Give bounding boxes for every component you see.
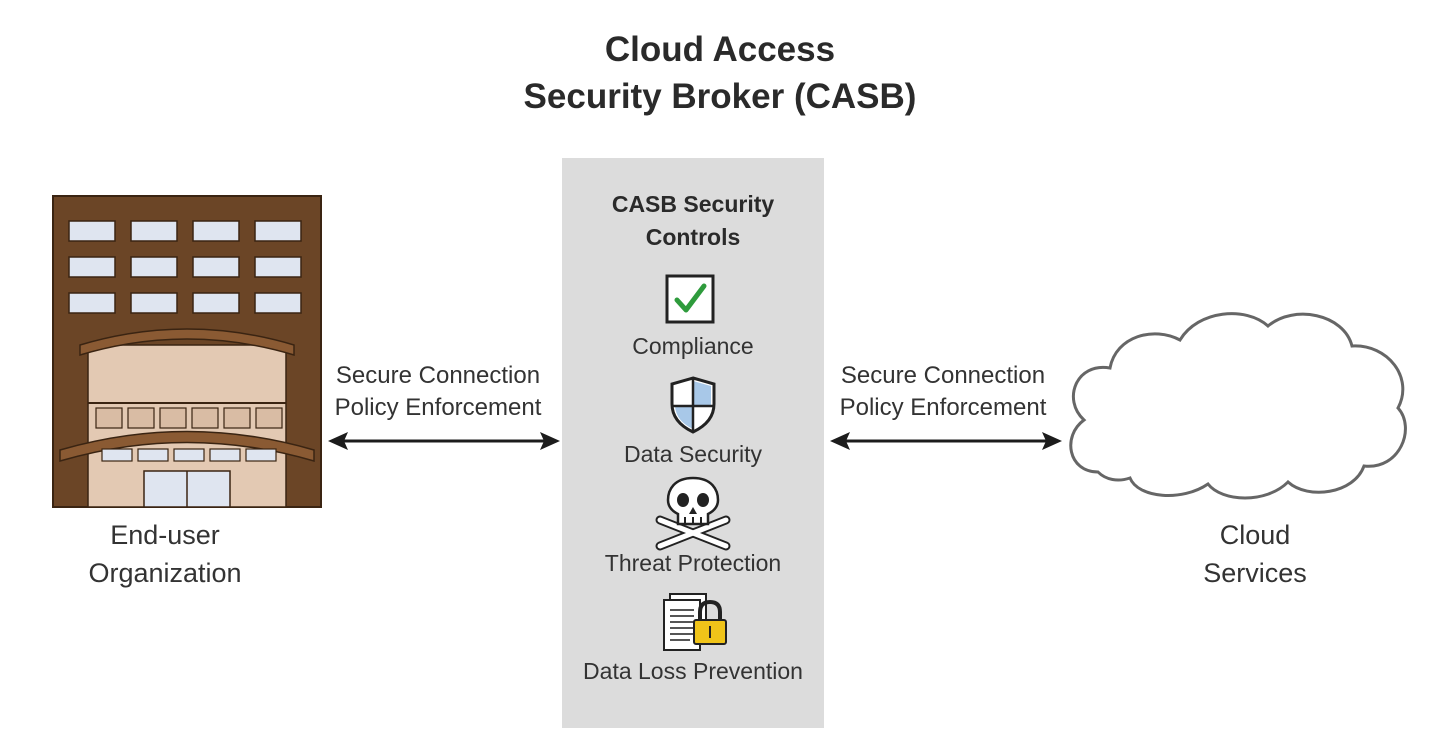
locked-documents-icon xyxy=(660,592,730,654)
title-line-1: Cloud Access xyxy=(604,30,836,69)
right-double-arrow xyxy=(830,429,1062,453)
organization-label: End-user Organization xyxy=(88,520,242,588)
control-compliance-label: Compliance xyxy=(632,333,754,359)
left-connection-label: Secure Connection Policy Enforcement xyxy=(334,362,542,421)
control-data-security-label: Data Security xyxy=(623,441,763,467)
skull-crossbones-icon xyxy=(650,476,736,551)
control-threat-protection-label: Threat Protection xyxy=(604,550,782,576)
cloud-services-label: Cloud Services xyxy=(1203,520,1307,588)
cloud-icon xyxy=(1058,300,1418,505)
title-line-2: Security Broker (CASB) xyxy=(523,77,917,116)
control-data-loss-prevention-label: Data Loss Prevention xyxy=(583,658,803,684)
checkbox-icon xyxy=(665,274,715,324)
panel-title: CASB Security Controls xyxy=(611,191,775,250)
casb-controls-panel: CASB Security Controls Compliance Data S… xyxy=(562,158,824,728)
right-connection-label: Secure Connection Policy Enforcement xyxy=(839,362,1047,421)
building-icon xyxy=(52,195,322,508)
left-double-arrow xyxy=(328,429,560,453)
diagram-title: Cloud Access Security Broker (CASB) xyxy=(0,26,1440,120)
shield-icon xyxy=(670,376,716,434)
